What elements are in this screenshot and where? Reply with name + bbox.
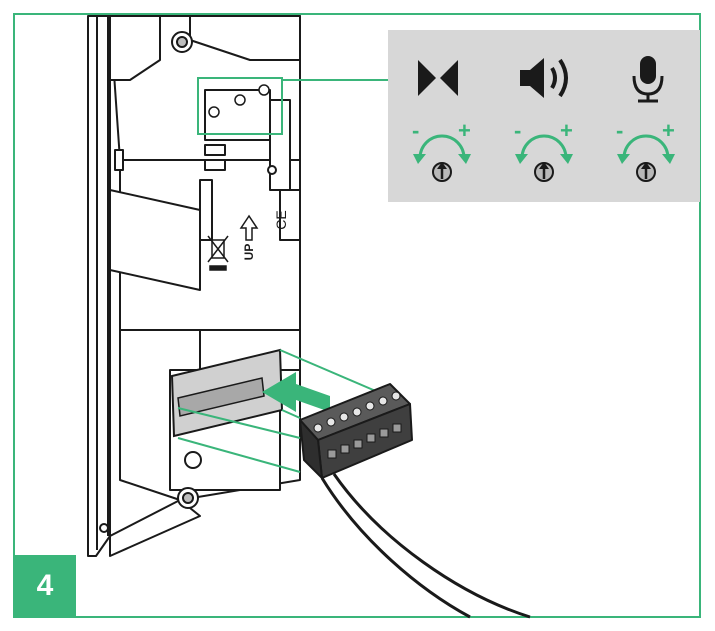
minus-label: - xyxy=(616,118,623,143)
rotate-arrow-icon xyxy=(617,134,675,164)
trimmer-screw-icon xyxy=(534,162,554,182)
trimmer-screw-icon xyxy=(432,162,452,182)
terminal-screws xyxy=(313,391,401,433)
speaker-icon xyxy=(520,58,568,98)
screw-bottom xyxy=(177,451,202,509)
bowtie-icon xyxy=(418,60,458,96)
ce-mark: CE xyxy=(273,210,289,229)
up-arrow-icon xyxy=(239,214,259,241)
weee-icon xyxy=(207,235,229,271)
socket-opening xyxy=(177,377,265,417)
rotate-arrow-icon xyxy=(515,134,573,164)
trimmer-highlight xyxy=(197,77,283,135)
step-number-badge: 4 xyxy=(14,555,76,617)
rotate-arrow-icon xyxy=(413,134,471,164)
guide-lines xyxy=(177,349,379,473)
microphone-icon xyxy=(632,56,664,103)
up-label: UP xyxy=(242,244,256,261)
minus-label: - xyxy=(412,118,419,143)
plus-label: + xyxy=(458,118,471,143)
insertion-arrow xyxy=(262,372,330,412)
trimmer-screw-icon xyxy=(636,162,656,182)
terminal-slots xyxy=(327,423,402,459)
cables xyxy=(320,473,531,619)
outer-frame xyxy=(13,13,701,618)
screw-top xyxy=(171,31,193,53)
plus-label: + xyxy=(560,118,573,143)
back-plate xyxy=(87,15,201,557)
plus-label: + xyxy=(662,118,675,143)
minus-label: - xyxy=(514,118,521,143)
trimmer-holes xyxy=(208,84,270,118)
